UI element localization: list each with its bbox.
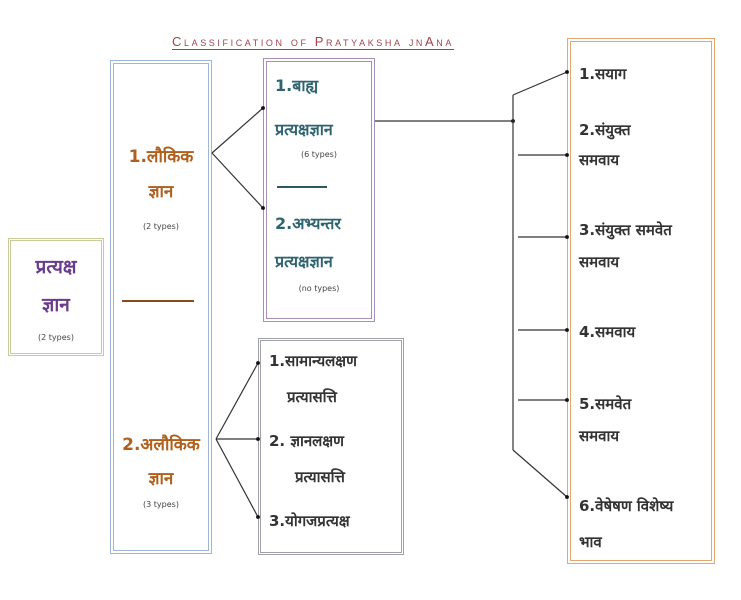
abhyantara-line2: प्रत्यक्षज्ञान: [275, 252, 333, 271]
sannikarsha-2-line1: 2.संयुक्त: [579, 121, 631, 139]
sannikarsha-box: 1.सयाग 2.संयुक्त समवाय 3.संयुक्त समवेत स…: [567, 38, 715, 564]
sannikarsha-3-line1: 3.संयुक्त समवेत: [579, 221, 672, 239]
sannikarsha-3-line2: समवाय: [579, 253, 620, 271]
alaukika-note: (3 types): [143, 500, 179, 509]
bahya-note: (6 types): [301, 150, 337, 159]
alaukika-type-2-line1: 2. ज्ञानलक्षण: [269, 432, 344, 450]
root-line1: प्रत्यक्ष: [35, 256, 77, 278]
laukika-alaukika-box: 1.लौकिक ज्ञान (2 types) 2.अलौकिक ज्ञान (…: [110, 60, 212, 554]
root-line2: ज्ञान: [42, 294, 70, 316]
alaukika-type-3-line1: 3.योगजप्रत्यक्ष: [269, 512, 350, 530]
sannikarsha-6-line1: 6.वेषेषण विशेष्य: [579, 497, 674, 515]
alaukika-type-1-line2: प्रत्यासत्ति: [287, 388, 337, 406]
sannikarsha-5-line2: समवाय: [579, 427, 620, 445]
root-note: (2 types): [38, 333, 74, 342]
laukika-line1: 1.लौकिक: [128, 147, 194, 167]
divider: [277, 186, 327, 188]
abhyantara-line1: 2.अभ्यन्तर: [275, 214, 341, 233]
alaukika-line1: 2.अलौकिक: [122, 435, 200, 455]
sannikarsha-1-line1: 1.सयाग: [579, 65, 627, 83]
sannikarsha-5-line1: 5.समवेत: [579, 395, 632, 413]
abhyantara-note: (no types): [298, 284, 340, 293]
alaukika-line2: ज्ञान: [148, 469, 174, 489]
alaukika-types-box: 1.सामान्यलक्षण प्रत्यासत्ति 2. ज्ञानलक्ष…: [258, 338, 404, 555]
root-box-pratyaksha-jnana: प्रत्यक्ष ज्ञान (2 types): [8, 238, 104, 356]
sannikarsha-4-line1: 4.समवाय: [579, 323, 636, 341]
bahya-line2: प्रत्यक्षज्ञान: [275, 120, 333, 139]
laukika-line2: ज्ञान: [148, 182, 174, 202]
sannikarsha-6-line2: भाव: [579, 533, 602, 551]
sannikarsha-2-line2: समवाय: [579, 151, 620, 169]
diagram-title: Classification of Pratyaksha jnAna: [172, 34, 454, 49]
alaukika-type-1-line1: 1.सामान्यलक्षण: [269, 352, 357, 370]
laukika-note: (2 types): [143, 222, 179, 231]
divider: [122, 300, 194, 302]
bahya-abhyantara-box: 1.बाह्य प्रत्यक्षज्ञान (6 types) 2.अभ्यन…: [263, 58, 375, 322]
bahya-line1: 1.बाह्य: [275, 76, 319, 95]
alaukika-type-2-line2: प्रत्यासत्ति: [295, 468, 345, 486]
